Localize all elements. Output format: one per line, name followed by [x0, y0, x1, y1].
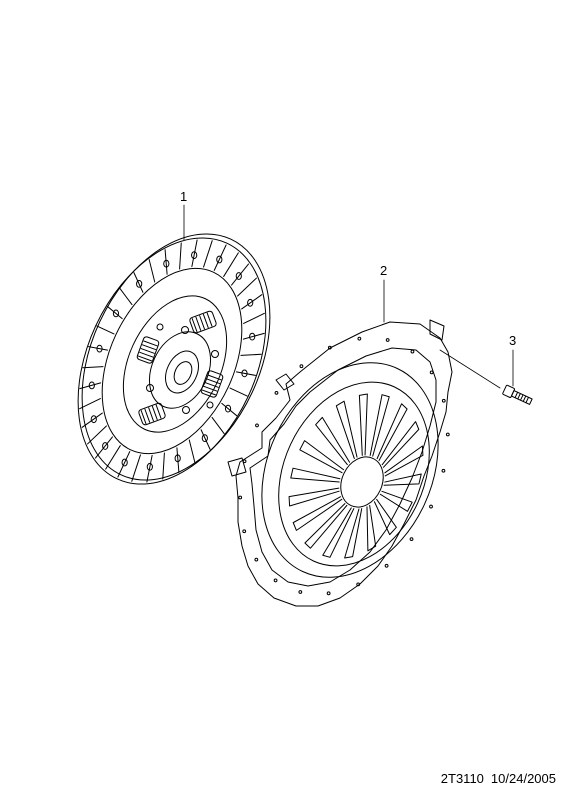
drawing-id: 2T3110: [440, 771, 484, 786]
clutch-disc: [77, 233, 271, 485]
bolt: [502, 384, 533, 405]
leader-lines: [183, 204, 514, 389]
pressure-plate-tabs: [227, 319, 445, 477]
leader-line-3-extension: [439, 349, 501, 389]
pressure-plate-housing-outline: [235, 321, 453, 607]
clutch-disc-outer-edge: [77, 237, 267, 485]
drawing-footer: 2T3110 10/24/2005: [441, 771, 556, 786]
pressure-plate-diaphragm-fingers: [288, 393, 424, 559]
pressure-plate-flange-inner-edge: [249, 347, 437, 587]
clutch-disc-hub-flange: [149, 331, 211, 409]
clutch-disc-friction-inner-edge: [101, 267, 243, 455]
clutch-disc-spline-bore: [173, 361, 193, 385]
bolt-threads: [514, 391, 529, 404]
clutch-disc-splined-hub: [165, 350, 199, 394]
pressure-plate-cover-inner-rim: [278, 381, 430, 567]
clutch-disc-rivets: [88, 251, 256, 471]
clutch-disc-damper-springs: [136, 310, 224, 426]
callout-1: 1: [180, 189, 188, 204]
clutch-disc-friction-grooves: [79, 239, 265, 483]
clutch-disc-hub-holes: [146, 323, 219, 414]
pressure-plate-diaphragm-center: [340, 456, 384, 508]
pressure-plate-flange-holes: [238, 336, 450, 596]
clutch-disc-outer-edge-thickness: [81, 233, 271, 481]
clutch-disc-hub-plate: [122, 295, 228, 433]
callout-3: 3: [509, 333, 517, 348]
pressure-plate: [227, 319, 453, 607]
callout-2: 2: [380, 263, 388, 278]
pressure-plate-cover-rim: [261, 362, 439, 578]
bolt-head: [502, 384, 516, 398]
drawing-date: 10/24/2005: [490, 771, 556, 786]
